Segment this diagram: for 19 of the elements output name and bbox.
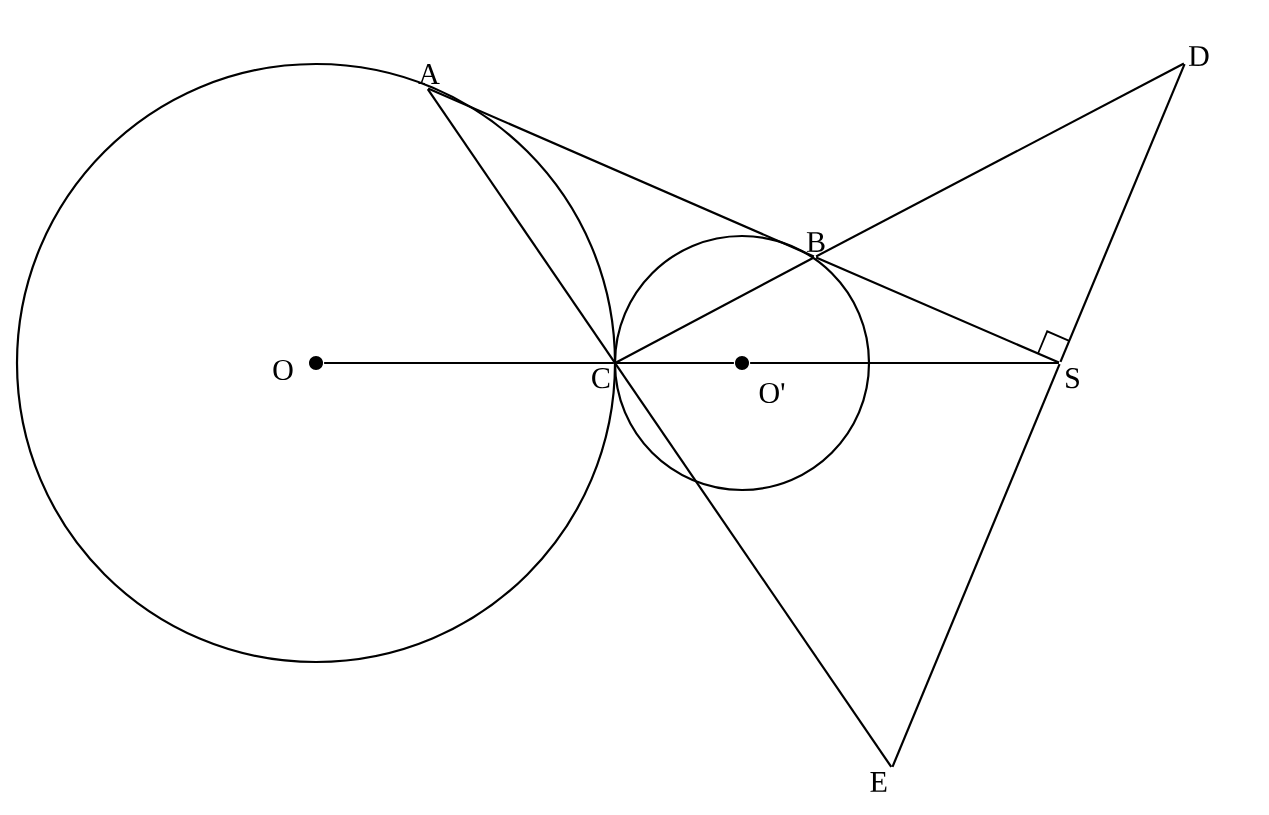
point-label: B [806, 232, 825, 252]
line-segment [891, 363, 1061, 768]
line-segment [815, 256, 1060, 364]
line-segment [427, 87, 815, 258]
point-label: O' [759, 382, 785, 404]
line-segment [750, 361, 1059, 365]
line-segment [815, 62, 1185, 258]
line-segment [614, 363, 893, 768]
line-segment [324, 361, 614, 365]
point-label: S [1066, 368, 1079, 389]
point-label: C [592, 368, 610, 389]
point-label: D [1188, 46, 1209, 66]
point-label: E [870, 772, 887, 792]
point-label: A [418, 64, 440, 84]
point-label: O [273, 359, 293, 381]
line-segment [616, 361, 734, 365]
line-segment [426, 88, 616, 363]
line-segment [615, 256, 815, 364]
line-segment [1059, 63, 1186, 363]
